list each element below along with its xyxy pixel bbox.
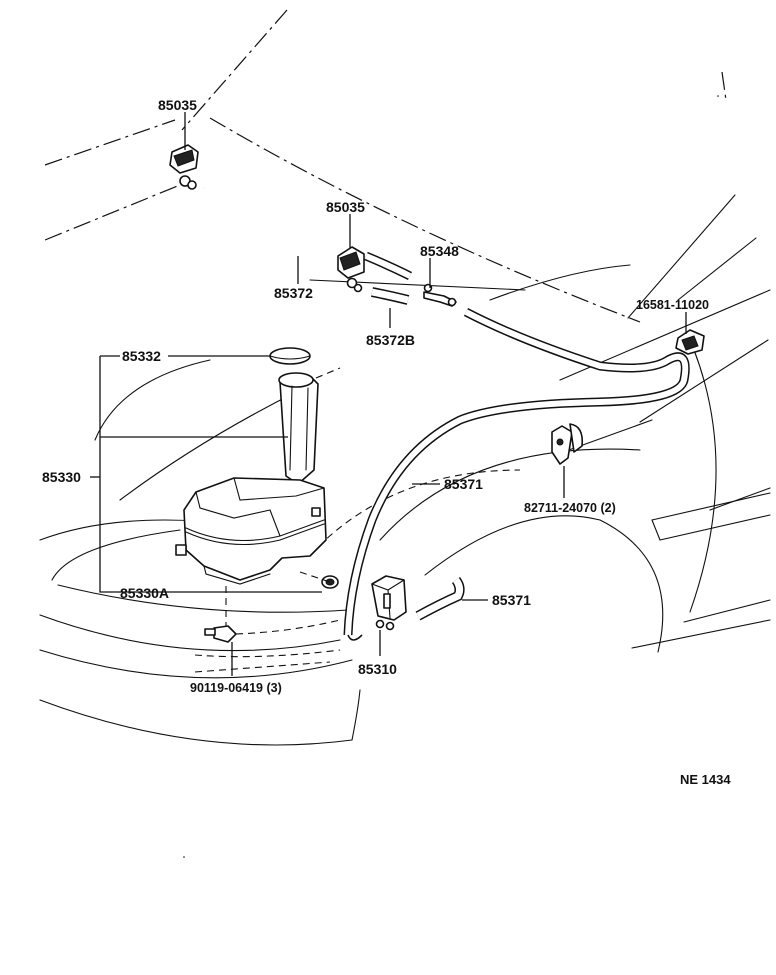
label-hose-upper: 85372 xyxy=(274,285,313,301)
grommet xyxy=(321,575,339,589)
label-nozzle-center: 85035 xyxy=(326,199,365,215)
mounting-guide-lines xyxy=(225,367,341,635)
washer-nozzle-center xyxy=(337,246,413,293)
label-cap: 85332 xyxy=(122,348,161,364)
label-hose-lower: 85371 xyxy=(492,592,531,608)
label-hose-short: 85372B xyxy=(366,332,415,348)
label-hose-long: 85371 xyxy=(444,476,483,492)
hose-long xyxy=(343,308,690,641)
label-bolt: 90119-06419 (3) xyxy=(190,681,282,695)
vehicle-body-outlines xyxy=(39,9,771,746)
hose-short xyxy=(371,287,410,305)
label-tank-assembly: 85330 xyxy=(42,469,81,485)
washer-pump xyxy=(371,575,407,631)
label-pump: 85310 xyxy=(358,661,397,677)
part-labels: 85035 85035 85372 85348 85372B 16581-110… xyxy=(42,97,731,787)
label-joint: 85348 xyxy=(420,243,459,259)
figure-code: NE 1434 xyxy=(680,772,731,787)
hose-joint xyxy=(423,283,457,307)
label-clip-upper: 16581-11020 xyxy=(636,298,709,312)
mounting-bolt xyxy=(204,625,237,643)
tank-cap xyxy=(269,347,311,365)
washer-nozzle-left xyxy=(169,144,199,190)
hose-clip-upper xyxy=(675,329,705,355)
label-clamp: 82711-24070 (2) xyxy=(524,501,616,515)
hose-upper xyxy=(202,185,346,258)
leader-lines xyxy=(90,112,687,676)
hose-clamp xyxy=(551,423,584,465)
label-grommet: 85330A xyxy=(120,585,169,601)
washer-tank xyxy=(175,372,327,585)
hose-lower xyxy=(415,577,465,621)
label-nozzle-left: 85035 xyxy=(158,97,197,113)
